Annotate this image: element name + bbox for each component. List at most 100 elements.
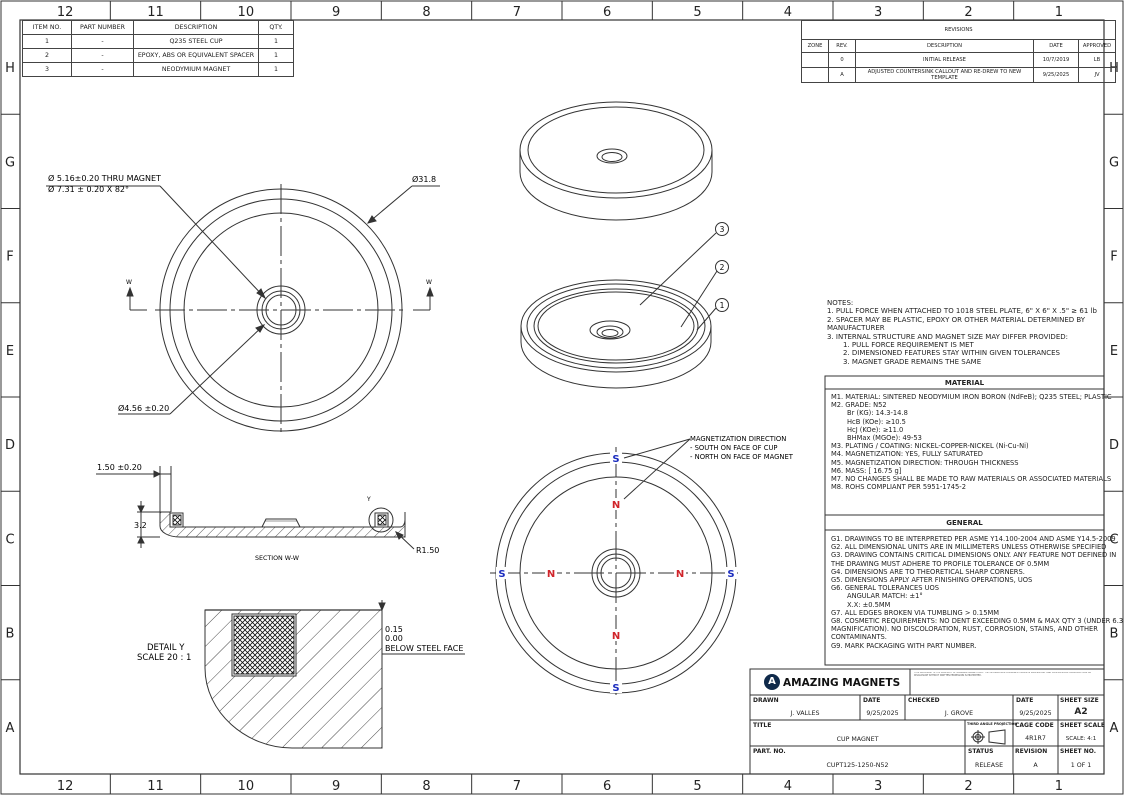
magnetization-south: - SOUTH ON FACE OF CUP — [690, 444, 778, 452]
zone-column-label: 3 — [874, 5, 882, 20]
bom-row: 2 - EPOXY, ABS OR EQUIVALENT SPACER 1 — [22, 48, 294, 63]
rev-cell: ADJUSTED COUNTERSINK CALLOUT AND RE-DREW… — [855, 67, 1034, 83]
revision-value: A — [1033, 762, 1038, 769]
note-subline: 3. MAGNET GRADE REMAINS THE SAME — [843, 357, 982, 366]
checked-label: CHECKED — [908, 697, 940, 704]
zone-column-label: 11 — [147, 779, 164, 794]
thru-hole-callout: Ø 5.16±0.20 THRU MAGNET — [48, 173, 161, 183]
material-line: M3. PLATING / COATING: NICKEL-COPPER-NIC… — [831, 442, 1029, 451]
detail-dim-plus: 0.15 — [385, 625, 403, 634]
detail-view — [204, 600, 465, 749]
material-line: M7. NO CHANGES SHALL BE MADE TO RAW MATE… — [831, 475, 1112, 484]
pole-label-background — [725, 567, 737, 579]
rev-cell: 10/7/2019 — [1033, 52, 1079, 68]
pole-north-right: N — [676, 569, 684, 580]
general-line: G3. DRAWING CONTAINS CRITICAL DIMENSIONS… — [831, 551, 1117, 560]
general-tolerance: ANGULAR MATCH: ±1° — [847, 592, 923, 601]
sheet-number-value: 1 OF 1 — [1070, 762, 1092, 769]
rev-header-rev: REV. — [828, 39, 856, 53]
title-label: TITLE — [753, 722, 772, 729]
note-subline: 1. PULL FORCE REQUIREMENT IS MET — [843, 341, 974, 350]
pole-label-background — [610, 452, 622, 464]
part-number-value: CUPT125-1250-N52 — [826, 762, 889, 769]
bom-cell: 2 — [22, 48, 72, 63]
magnetization-title: MAGNETIZATION DIRECTION — [690, 435, 786, 443]
revision-row: 0 INITIAL RELEASE 10/7/2019 LB — [801, 52, 1116, 68]
inner-diameter-callout: Ø4.56 ±0.20 — [118, 403, 169, 413]
zone-row-label: C — [5, 532, 14, 547]
rev-cell: A — [828, 67, 856, 83]
material-line: M1. MATERIAL: SINTERED NEODYMIUM IRON BO… — [831, 393, 1112, 401]
pole-north-top: N — [612, 500, 620, 511]
material-prop: BHMax (MGOe): 49-53 — [847, 434, 922, 443]
bom-row: 1 - Q235 STEEL CUP 1 — [22, 34, 294, 49]
general-tolerance: X.X: ±0.5MM — [847, 600, 891, 609]
bom-cell: 1 — [258, 48, 294, 63]
zone-column-label: 9 — [332, 779, 340, 794]
sheet-size-label: SHEET SIZE — [1060, 697, 1099, 704]
zone-row-label: G — [5, 155, 15, 170]
outer-diameter-callout: Ø31.8 — [412, 174, 436, 184]
general-line: G4. DIMENSIONS ARE TO THEORETICAL SHARP … — [831, 567, 1025, 576]
bom-cell: - — [71, 34, 134, 49]
bom-cell: 1 — [258, 62, 294, 77]
general-line: THE DRAWING MUST ADHERE TO PROFILE TOLER… — [831, 559, 1050, 568]
detail-scale: SCALE 20 : 1 — [137, 653, 191, 663]
general-line: G7. ALL EDGES BROKEN VIA TUMBLING > 0.15… — [831, 608, 999, 617]
general-line: G5. DIMENSIONS APPLY AFTER FINISHING OPE… — [831, 576, 1033, 585]
pole-label-background — [496, 567, 508, 579]
sheet-scale-label: SHEET SCALE — [1060, 722, 1106, 729]
material-line: M2. GRADE: N52 — [831, 401, 887, 410]
item-balloon-number: 3 — [720, 225, 725, 234]
detail-dim-note: BELOW STEEL FACE — [385, 644, 463, 653]
zone-row-label: F — [6, 250, 13, 265]
note-line: 3. INTERNAL STRUCTURE AND MAGNET SIZE MA… — [827, 332, 1068, 341]
zone-column-label: 7 — [513, 779, 521, 794]
note-line: 1. PULL FORCE WHEN ATTACHED TO 1018 STEE… — [827, 307, 1097, 316]
rev-cell — [801, 52, 829, 68]
material-line: M4. MAGNETIZATION: YES, FULLY SATURATED — [831, 450, 983, 459]
pole-north-left: N — [547, 569, 555, 580]
company-logo-icon: A — [764, 674, 780, 690]
cage-label: CAGE CODE — [1015, 722, 1054, 729]
section-view — [96, 466, 415, 550]
general-line: G9. MARK PACKAGING WITH PART NUMBER. — [831, 641, 977, 650]
checked-value: J. GROVE — [944, 710, 974, 717]
pole-south-right: S — [727, 569, 734, 580]
lip-dimension: 1.50 ±0.20 — [97, 463, 142, 472]
bom-header-description: DESCRIPTION — [133, 20, 259, 35]
zone-row-label: A — [1110, 721, 1119, 736]
notes-block: NOTES: 1. PULL FORCE WHEN ATTACHED TO 10… — [827, 299, 1097, 366]
radius-dimension: R1.50 — [416, 546, 439, 555]
zone-column-label: 2 — [964, 779, 972, 794]
status-value: RELEASE — [974, 762, 1004, 769]
iso-view-back — [519, 101, 713, 221]
general-block: G1. DRAWINGS TO BE INTERPRETED PER ASME … — [831, 535, 1123, 650]
zone-column-label: 6 — [603, 5, 611, 20]
general-line: G8. COSMETIC REQUIREMENTS: NO DENT EXCEE… — [831, 617, 1124, 626]
rev-header-approved: APPROVED — [1078, 39, 1116, 53]
zone-column-label: 5 — [693, 5, 701, 20]
zone-column-label: 3 — [874, 779, 882, 794]
detail-dim-minus: 0.00 — [385, 634, 403, 643]
zone-column-label: 6 — [603, 779, 611, 794]
sheet-size-value: A2 — [1074, 707, 1088, 717]
material-line: M6. MASS: [ 16.75 g] — [831, 466, 902, 475]
iso-view-front — [520, 222, 729, 389]
pole-south-left: S — [498, 569, 505, 580]
zone-column-label: 9 — [332, 5, 340, 20]
projection-label: THIRD ANGLE PROJECTION — [967, 722, 1018, 726]
pole-south-bottom: S — [612, 683, 619, 694]
drawn-value: J. VALLES — [790, 710, 820, 717]
revision-row: A ADJUSTED COUNTERSINK CALLOUT AND RE-DR… — [801, 67, 1116, 83]
zone-row-label: B — [1110, 627, 1119, 642]
notes-title: NOTES: — [827, 299, 854, 307]
bom-cell: - — [71, 48, 134, 63]
zone-row-label: C — [1109, 532, 1118, 547]
date2-value: 9/25/2025 — [1019, 710, 1052, 717]
pole-label-background — [610, 498, 622, 510]
section-mark-left: W — [126, 279, 132, 286]
detail-mark: Y — [366, 496, 371, 503]
rev-cell — [801, 67, 829, 83]
